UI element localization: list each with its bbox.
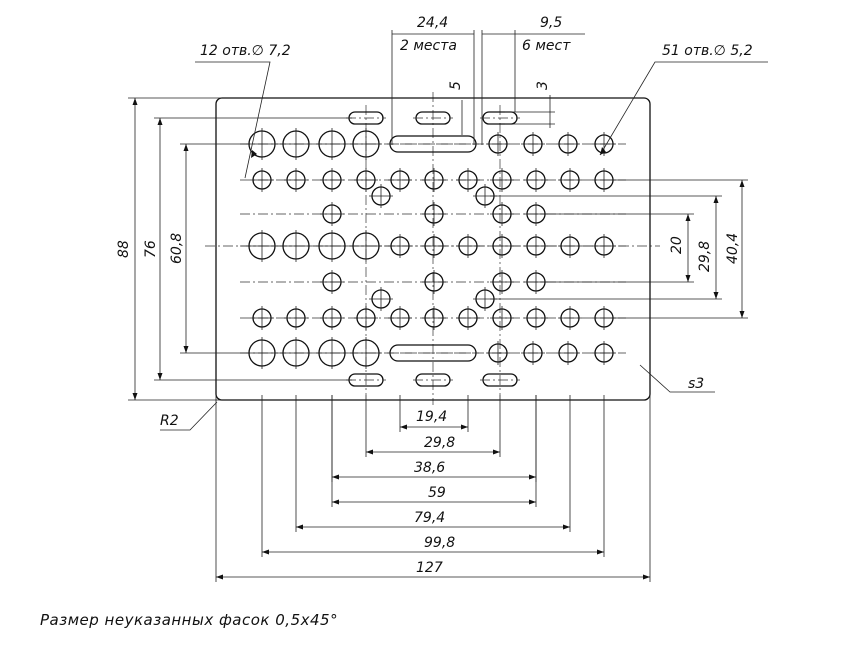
callout-slot-offset-count: 6 мест: [522, 38, 571, 54]
dim-v-76-line-arrow-start: [157, 118, 163, 125]
dim-h-line-7-arrow-start: [216, 574, 223, 580]
callout-slot-pitch: 24,4: [417, 15, 448, 31]
dim-h-line-6-arrow-end: [597, 549, 604, 555]
dim-h-line-2-arrow-start: [366, 449, 373, 455]
dim-h-line-7-arrow-end: [643, 574, 650, 580]
dim-h-line-5-arrow-start: [296, 524, 303, 530]
dim-h-line-6-arrow-start: [262, 549, 269, 555]
dim-h-79-4: 79,4: [414, 510, 445, 526]
callout-thickness: s3: [688, 376, 704, 392]
leader-corner-radius: [160, 401, 218, 431]
dim-v-40-4: 40,4: [725, 233, 741, 264]
dim-h-line-1-arrow-end: [461, 424, 468, 430]
dim-h-line-4-arrow-end: [529, 499, 536, 505]
center-lines: [205, 92, 660, 405]
dim-h-38-6: 38,6: [414, 460, 445, 476]
dim-h-19-4: 19,4: [416, 409, 447, 425]
plate-outline: [215, 97, 651, 401]
dim-h-99-8: 99,8: [424, 535, 455, 551]
leader-small-holes-arrow: [600, 147, 606, 155]
callout-large-holes: 12 отв.∅ 7,2: [200, 43, 291, 59]
dim-v-20-line-arrow-start: [685, 214, 691, 221]
dim-h-29-8: 29,8: [424, 435, 455, 451]
dim-h-line-2-arrow-end: [493, 449, 500, 455]
dim-v-60-8-line-arrow-start: [183, 144, 189, 151]
dim-v-40-4-line-arrow-start: [739, 180, 745, 187]
dim-v-88-line-arrow-start: [132, 98, 138, 105]
slot-pattern: [346, 111, 520, 387]
dim-v-29-8: 29,8: [697, 241, 713, 272]
leader-thickness: [639, 364, 715, 393]
dim-v-40-4-line-arrow-end: [739, 311, 745, 318]
leader-large-holes: [195, 61, 271, 179]
callout-corner-radius: R2: [160, 413, 179, 429]
callout-slot-pitch-count: 2 места: [400, 38, 457, 54]
dim-h-127: 127: [416, 560, 443, 576]
dim-h-59: 59: [428, 485, 446, 501]
dim-h-line-1-arrow-start: [400, 424, 407, 430]
dim-h-line-4-arrow-start: [332, 499, 339, 505]
leader-small-holes: [599, 61, 768, 156]
dimension-labels: 19,4 29,8 38,6 59 79,4 99,8 127 88 76 60…: [116, 15, 753, 576]
dim-v-88-line-arrow-end: [132, 393, 138, 400]
dim-h-line-5-arrow-end: [563, 524, 570, 530]
dim-v-60-8: 60,8: [169, 233, 185, 264]
dim-v-60-8-line-arrow-end: [183, 346, 189, 353]
dim-v-20: 20: [669, 236, 685, 254]
dim-v-29-8-line-arrow-start: [713, 196, 719, 203]
dim-v-29-8-line-arrow-end: [713, 292, 719, 299]
dim-v-88: 88: [116, 240, 132, 258]
leader-large-holes-arrow: [251, 150, 257, 158]
dim-v-20-line-arrow-end: [685, 275, 691, 282]
dim-h-line-3-arrow-start: [332, 474, 339, 480]
dimension-lines: [128, 30, 768, 582]
dim-h-line-3-arrow-end: [529, 474, 536, 480]
chamfer-note: Размер неуказанных фасок 0,5x45°: [40, 611, 339, 629]
dim-v-76: 76: [143, 240, 159, 258]
callout-slot-offset: 9,5: [540, 15, 562, 31]
dim-v-76-line-arrow-end: [157, 373, 163, 380]
callout-slot-width: 5: [448, 81, 464, 90]
callout-slot-edge: 3: [535, 81, 551, 90]
hole-pattern: [246, 128, 616, 369]
callout-small-holes: 51 отв.∅ 5,2: [662, 43, 753, 59]
